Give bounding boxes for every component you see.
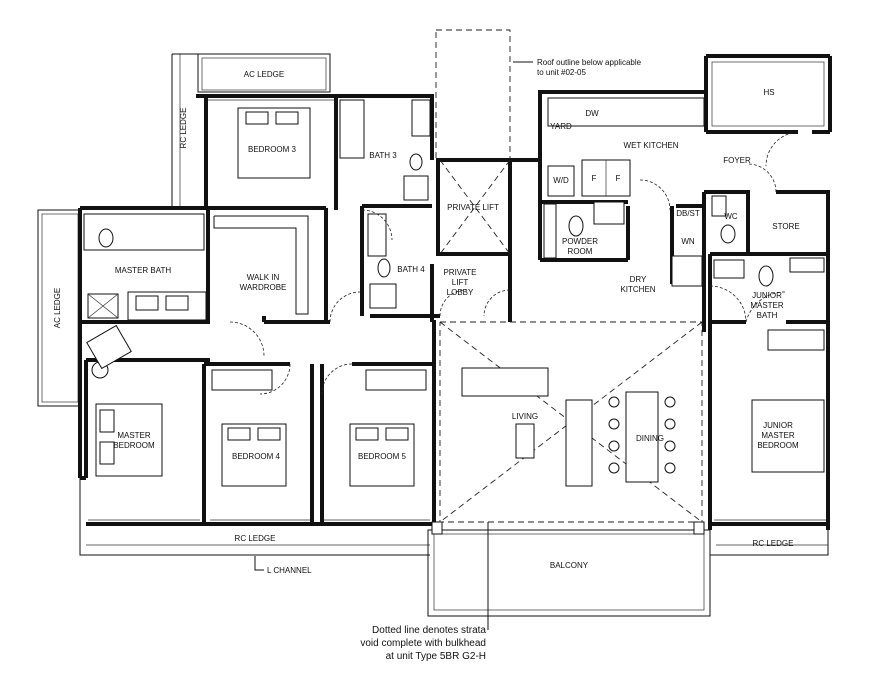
label-wc: WC bbox=[724, 212, 738, 221]
label-yard: YARD bbox=[550, 122, 572, 131]
label-bath-4: BATH 4 bbox=[397, 265, 425, 274]
rc-ledge-left bbox=[171, 53, 198, 206]
windows bbox=[88, 99, 826, 521]
label-f2: F bbox=[616, 174, 621, 183]
columns bbox=[431, 521, 705, 535]
label-bath-3: BATH 3 bbox=[369, 151, 397, 160]
fixtures bbox=[83, 61, 825, 487]
label-jm-bedroom-2: MASTER bbox=[761, 431, 795, 440]
note-strata-line-2: void complete with bulkhead bbox=[360, 638, 486, 649]
label-bedroom-5: BEDROOM 5 bbox=[358, 452, 407, 461]
label-jm-bath-1: JUNIOR bbox=[752, 291, 782, 300]
label-lift-lobby-3: LOBBY bbox=[447, 288, 474, 297]
label-walk-in-1: WALK IN bbox=[247, 273, 280, 282]
note-strata-line-3: at unit Type 5BR G2-H bbox=[386, 651, 486, 662]
label-jm-bath-2: MASTER bbox=[750, 301, 784, 310]
note-roof-line-1: Roof outline below applicable bbox=[537, 58, 642, 67]
label-powder-room-1: POWDER bbox=[562, 237, 598, 246]
door-swings bbox=[229, 131, 799, 395]
notes: Roof outline below applicable to unit #0… bbox=[360, 58, 641, 662]
label-dry-kitchen-1: DRY bbox=[630, 275, 647, 284]
label-jm-bath-3: BATH bbox=[757, 311, 778, 320]
label-private-lift: PRIVATE LIFT bbox=[447, 203, 499, 212]
label-lift-lobby-2: LIFT bbox=[452, 278, 469, 287]
label-hs: HS bbox=[763, 88, 774, 97]
note-strata-line-1: Dotted line denotes strata bbox=[372, 625, 486, 636]
rc-ledge-bottom bbox=[79, 478, 829, 556]
label-dw: DW bbox=[585, 109, 599, 118]
note-roof-line-2: to unit #02-05 bbox=[537, 68, 586, 77]
label-foyer: FOYER bbox=[723, 156, 751, 165]
label-jm-bedroom-1: JUNIOR bbox=[763, 421, 793, 430]
label-rc-ledge-bottom-left: RC LEDGE bbox=[235, 534, 276, 543]
label-wd: W/D bbox=[553, 176, 569, 185]
label-wn: WN bbox=[681, 237, 695, 246]
roof-outline bbox=[435, 29, 511, 161]
label-lift-lobby-1: PRIVATE bbox=[443, 268, 476, 277]
room-labels: AC LEDGE RC LEDGE BEDROOM 3 BATH 3 PRIVA… bbox=[53, 70, 800, 575]
label-jm-bedroom-3: BEDROOM bbox=[757, 441, 799, 450]
walls bbox=[78, 54, 832, 530]
label-master-bedroom-1: MASTER bbox=[117, 431, 151, 440]
label-powder-room-2: ROOM bbox=[568, 247, 593, 256]
label-balcony: BALCONY bbox=[550, 561, 589, 570]
label-ac-ledge-left: AC LEDGE bbox=[53, 288, 62, 328]
label-store: STORE bbox=[772, 222, 799, 231]
label-dining: DINING bbox=[636, 434, 664, 443]
ac-ledge-top bbox=[197, 53, 331, 93]
label-ac-ledge-top: AC LEDGE bbox=[244, 70, 284, 79]
label-rc-ledge-left: RC LEDGE bbox=[179, 108, 188, 149]
l-channel-marker bbox=[254, 556, 264, 571]
label-living: LIVING bbox=[512, 412, 538, 421]
label-db-st: DB/ST bbox=[676, 209, 700, 218]
label-l-channel: L CHANNEL bbox=[267, 566, 312, 575]
label-master-bedroom-2: BEDROOM bbox=[113, 441, 155, 450]
label-master-bath: MASTER BATH bbox=[115, 266, 172, 275]
label-dry-kitchen-2: KITCHEN bbox=[620, 285, 655, 294]
label-bedroom-4: BEDROOM 4 bbox=[232, 452, 281, 461]
balcony-outline bbox=[427, 529, 711, 617]
label-wet-kitchen: WET KITCHEN bbox=[624, 141, 679, 150]
label-rc-ledge-bottom-right: RC LEDGE bbox=[753, 539, 794, 548]
label-bedroom-3: BEDROOM 3 bbox=[248, 145, 297, 154]
label-f1: F bbox=[592, 174, 597, 183]
label-walk-in-2: WARDROBE bbox=[240, 283, 287, 292]
